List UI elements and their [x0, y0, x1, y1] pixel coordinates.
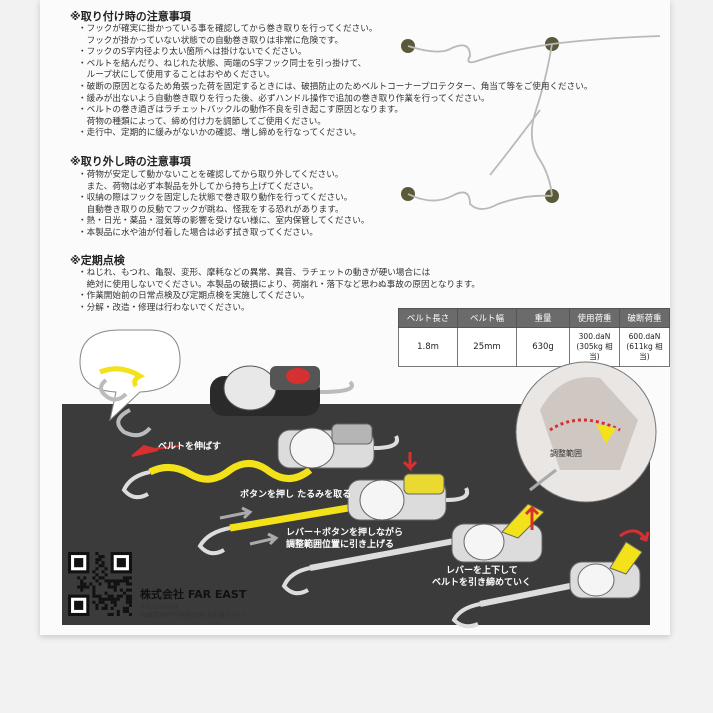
spec-working-load: 300.daN (305kg 相当) [569, 327, 620, 367]
belt-step1 [148, 460, 313, 483]
spec-length: 1.8m [398, 327, 458, 367]
qr-code[interactable] [68, 552, 132, 616]
list-item: ・走行中、定期的に緩みがないかの確認、増し締めを行なってください。 [78, 128, 361, 139]
spec-breaking-load: 600.daN (611kg 相当) [619, 327, 670, 367]
ratchet-step4 [569, 541, 643, 599]
list-item: ・ベルトの巻き過ぎはラチェットバックルの動作不良を引き起こす原因となります。 [78, 105, 404, 116]
hook-silver-top [99, 378, 128, 402]
belt-step4 [479, 581, 581, 607]
belt-step2 [229, 502, 361, 532]
ratchet-step1 [277, 423, 399, 469]
list-item: ・荷物が安定して動かないことを確認してから取り外してください。 [78, 170, 344, 180]
inset-label: 調整範囲 [550, 448, 582, 458]
ratchet-top [210, 365, 354, 416]
list-item: ・分解・改造・修理は行わないでください。 [78, 302, 250, 313]
red-arrow-down [402, 452, 418, 472]
spec-weight: 630g [516, 327, 570, 367]
list-item: ・フックのS字内径より太い箇所へは掛けないでください。 [78, 47, 307, 58]
red-arrow-up [524, 505, 540, 530]
list-item: 荷物の種類によって、締め付け力を調節してご使用ください。 [78, 116, 326, 127]
spec-width: 25mm [457, 327, 517, 367]
step4-label-line2: ベルトを引き締めていく [432, 578, 532, 588]
wire-hanger [401, 35, 661, 210]
list-item: ・フックが確実に掛かっている事を確認してから巻き取りを行ってください。 [78, 24, 378, 34]
spec-working-load-kg: (305kg 相当) [576, 342, 613, 361]
spec-table: ベルト長さ ベルト幅 重量 使用荷重 破断荷重 1.8m 25mm 630g 3… [398, 308, 670, 367]
list-item: フックが掛かっていない状態での自動巻き取りは非常に危険です。 [78, 35, 344, 46]
spec-header-working-load: 使用荷重 [569, 308, 620, 328]
list-item: ・緩みが出ないよう自動巻き取りを行った後、必ずハンドル操作で追加の巻き取り作業を… [78, 93, 490, 104]
install-list: ・フックが確実に掛かっている事を確認してから巻き取りを行ってください。 フックが… [78, 24, 638, 140]
list-item: ・ねじれ、もつれ、亀裂、変形、摩耗などの異常、異音、ラチェットの動きが硬い場合に… [78, 268, 431, 278]
ratchet-step2 [347, 473, 469, 521]
install-heading: ※取り付け時の注意事項 [70, 10, 191, 23]
red-arrow-curve [619, 529, 650, 542]
company-postal: 〒650-0004 [140, 603, 178, 611]
step3-label-line2: 調整範囲位置に引き上げる [286, 540, 395, 550]
spec-header-width: ベルト幅 [457, 308, 517, 328]
hook-bubble [99, 366, 146, 388]
red-arrow-left [131, 444, 181, 457]
list-item: ・破断の原因となるため角張った荷を固定するときには、破損防止のためベルトコーナー… [78, 81, 593, 92]
step3-label-line1: レバー＋ボタンを押しながら [286, 528, 404, 538]
list-item: また、荷物は必ず本製品を外してから持ち上げてください。 [78, 181, 319, 192]
removal-heading: ※取り外し時の注意事項 [70, 155, 191, 168]
list-item: ・ベルトを結んだり、ねじれた状態、両端のS字フック同士を引っ掛けて、 [78, 58, 367, 69]
spec-breaking-load-dan: 600.daN [628, 332, 661, 341]
company-name: 株式会社 FAR EAST [140, 588, 247, 601]
spec-working-load-dan: 300.daN [578, 332, 611, 341]
step1-label: ベルトを伸ばす [158, 442, 222, 452]
inspection-heading: ※定期点検 [70, 254, 125, 267]
hook-step4 [451, 602, 481, 629]
list-item: ・収納の際はフックを固定した状態で巻き取り動作を行ってください。 [78, 193, 353, 204]
hook-step3 [281, 566, 311, 596]
belt-step3 [309, 537, 461, 571]
list-item: ・本製品に水や油が付着した場合は必ず拭き取ってください。 [78, 227, 318, 238]
list-item: 自動巻き取りの反動でフックが跳ね、怪我をする恐れがあります。 [78, 204, 344, 215]
step4-label-line1: レバーを上下して [446, 566, 518, 576]
list-item: ・作業開始前の日常点検及び定期点検を実施してください。 [78, 291, 310, 302]
spec-breaking-load-kg: (611kg 相当) [626, 342, 663, 361]
diagram-panel [62, 404, 510, 625]
hook-step1 [121, 470, 151, 500]
spec-header-weight: 重量 [516, 308, 570, 328]
grey-arrow-a [219, 506, 253, 520]
removal-list: ・荷物が安定して動かないことを確認してから取り外してください。 また、荷物は必ず… [78, 170, 638, 240]
list-item: 絶対に使用しないでください。本製品の破損により、荷崩れ・落下など思わぬ事故の原因… [78, 279, 481, 290]
hook-step2 [197, 526, 231, 556]
hook-top-left [116, 408, 152, 438]
usage-diagram: 調整範囲 [62, 329, 657, 629]
step2-label: ボタンを押し たるみを取る [240, 490, 352, 500]
list-item: ループ状にして使用することはおやめください。 [78, 70, 275, 81]
grey-arrow-b [249, 532, 279, 546]
inspection-list: ・ねじれ、もつれ、亀裂、変形、摩耗などの異常、異音、ラチェットの動きが硬い場合に… [78, 268, 638, 314]
company-street: 兵庫県神戸市中央区中山手通2-24-1 [140, 611, 246, 619]
instruction-card: ※取り付け時の注意事項 ・フックが確実に掛かっている事を確認してから巻き取りを行… [40, 0, 670, 635]
inset-circle [515, 361, 657, 503]
company-address: 〒650-0004 兵庫県神戸市中央区中山手通2-24-1 [140, 603, 246, 619]
list-item: ・熱・日光・薬品・湿気等の影響を受けない様に、室内保管してください。 [78, 216, 370, 227]
